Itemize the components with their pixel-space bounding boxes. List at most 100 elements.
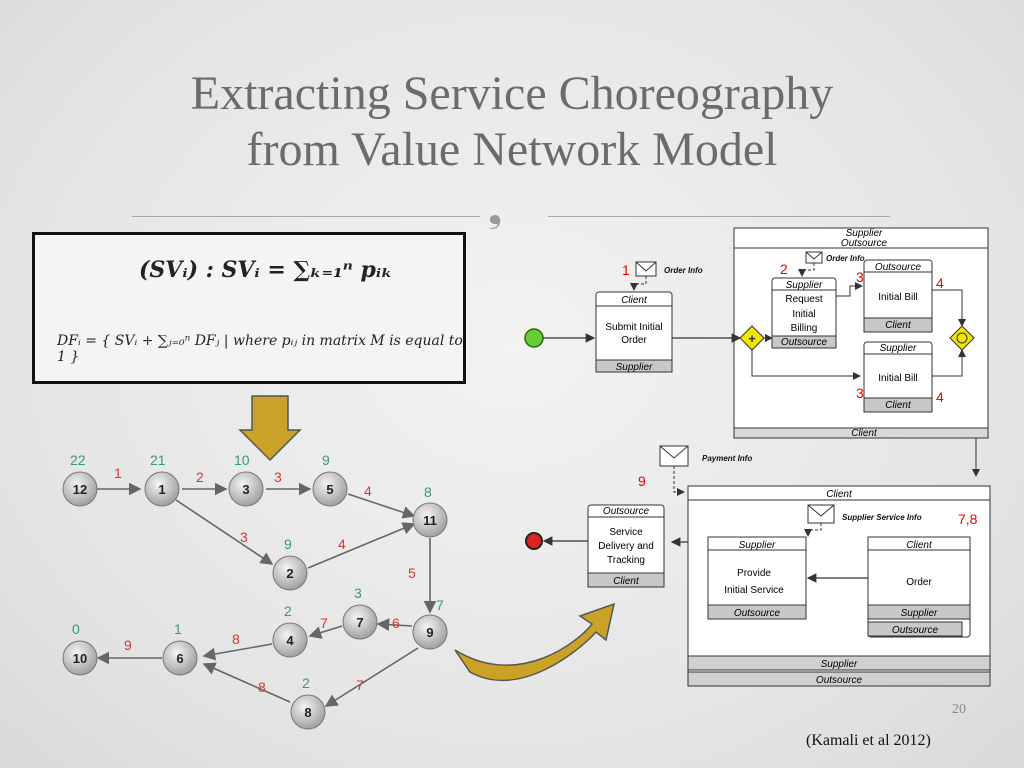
svg-text:6: 6 <box>176 651 183 666</box>
task-label-line: Tracking <box>607 555 645 566</box>
edge-label: 8 <box>258 679 266 695</box>
edge-label: 5 <box>408 565 416 581</box>
task-lane-top: Supplier <box>739 540 776 551</box>
node-value: 22 <box>70 452 86 468</box>
svg-text:7: 7 <box>356 615 363 630</box>
network-node: 4 <box>272 622 308 658</box>
bottom-choreography: Payment Info 9 Client Supplier Service I… <box>525 445 991 687</box>
edge-label: 7 <box>320 615 328 631</box>
network-node: 11 <box>412 502 448 538</box>
task-lane-top: Client <box>906 540 933 551</box>
task-label-line: Service <box>609 527 643 538</box>
network-node: 10 <box>62 640 98 676</box>
payment-info-label: Payment Info <box>702 454 752 463</box>
task-lane-bottom: Outsource <box>734 608 781 619</box>
svg-text:2: 2 <box>286 566 293 581</box>
edge-label: 7 <box>436 597 444 613</box>
svg-text:4: 4 <box>286 633 294 648</box>
task-label-line: Request <box>785 294 822 305</box>
top-header-lane-bottom: Outsource <box>841 238 888 249</box>
node-value: 9 <box>284 536 292 552</box>
svg-text:12: 12 <box>73 482 87 497</box>
network-edges <box>96 482 437 707</box>
network-node: 3 <box>228 471 264 507</box>
network-nodes: 12 1 3 5 11 2 7 9 4 10 6 8 <box>62 471 448 730</box>
network-node: 1 <box>144 471 180 507</box>
title-divider-right <box>548 216 890 217</box>
task-label-line: Initial <box>792 309 815 320</box>
edge-label: 8 <box>232 631 240 647</box>
top-choreography: Supplier Outsource Client 1 Order Info C… <box>524 227 989 477</box>
top-pool-header <box>733 227 989 249</box>
step-number-4a: 4 <box>936 275 944 291</box>
network-edge-labels: 1 2 3 4 3 4 5 7 6 7 8 9 8 7 <box>114 465 444 695</box>
task-lane-bottom: Supplier <box>901 608 938 619</box>
svg-text:1: 1 <box>158 482 165 497</box>
curved-arrow-icon <box>454 602 616 682</box>
node-value: 8 <box>424 484 432 500</box>
down-arrow-icon <box>238 395 302 462</box>
task-lane-top: Client <box>621 295 648 306</box>
task-label: Initial Bill <box>878 373 917 384</box>
bottom-pool-header <box>687 485 991 501</box>
end-event-icon <box>525 532 543 550</box>
supplier-service-info-label: Supplier Service Info <box>842 513 922 522</box>
step-number-3b: 3 <box>856 385 864 401</box>
edge-label: 9 <box>124 637 132 653</box>
order-info-inner-label: Order Info <box>826 254 865 263</box>
svg-text:+: + <box>748 331 756 346</box>
formula-box: (SVᵢ) : SVᵢ = ∑ₖ₌₁ⁿ pᵢₖ DFᵢ = { SVᵢ + ∑ⱼ… <box>32 232 466 384</box>
edge-label: 3 <box>274 469 282 485</box>
slide-title: Extracting Service Choreography from Val… <box>0 66 1024 178</box>
ornament-icon: ❟ <box>488 190 503 231</box>
svg-text:3: 3 <box>242 482 249 497</box>
envelope-icon <box>659 445 689 467</box>
task-lane-top: Outsource <box>875 262 922 273</box>
network-node: 6 <box>162 640 198 676</box>
edge-label: 3 <box>240 529 248 545</box>
task-lane-bottom: Outsource <box>781 337 828 348</box>
bottom-footer-line-1: Supplier <box>821 659 858 670</box>
title-line-2: from Value Network Model <box>246 123 778 176</box>
task-label: Order <box>906 577 932 588</box>
network-node: 9 <box>412 614 448 650</box>
top-pool-footer <box>733 427 989 439</box>
task-lane-bottom: Client <box>885 320 912 331</box>
svg-text:10: 10 <box>73 651 87 666</box>
top-footer-label: Client <box>851 428 878 439</box>
step-number-9: 9 <box>638 473 646 489</box>
svg-text:11: 11 <box>423 513 437 528</box>
svg-text:8: 8 <box>304 705 311 720</box>
task-lane-top: Supplier <box>786 280 823 291</box>
order-info-label: Order Info <box>664 266 703 275</box>
network-node: 8 <box>290 694 326 730</box>
task-label-line: Initial Service <box>724 585 784 596</box>
envelope-icon <box>807 504 835 524</box>
task-lane-bottom: Supplier <box>616 362 653 373</box>
task-lane-top: Supplier <box>880 343 917 354</box>
envelope-icon <box>805 251 823 264</box>
edge-label: 4 <box>364 483 372 499</box>
merge-gateway-icon <box>949 325 975 351</box>
edge-label: 4 <box>338 536 346 552</box>
svg-text:9: 9 <box>426 625 433 640</box>
formula-service-value: (SVᵢ) : SVᵢ = ∑ₖ₌₁ⁿ pᵢₖ <box>139 257 393 283</box>
network-node: 12 <box>62 471 98 507</box>
task-label-line: Provide <box>737 568 771 579</box>
task-lane-bottom: Client <box>613 576 640 587</box>
edge-label: 1 <box>114 465 122 481</box>
node-value: 9 <box>322 452 330 468</box>
node-value: 21 <box>150 452 166 468</box>
edge-label: 6 <box>392 615 400 631</box>
page-number: 20 <box>952 702 966 717</box>
bottom-footer-line-2: Outsource <box>816 675 863 686</box>
network-node: 2 <box>272 555 308 591</box>
task-label-line: Delivery and <box>598 541 654 552</box>
title-divider-left <box>132 216 480 217</box>
step-number-7-8: 7,8 <box>958 511 978 527</box>
node-value: 0 <box>72 621 80 637</box>
edge-label: 7 <box>356 677 364 693</box>
formula-dependency: DFᵢ = { SVᵢ + ∑ⱼ₌₀ⁿ DFⱼ | where pᵢⱼ in m… <box>57 333 463 365</box>
step-number-1: 1 <box>622 262 630 278</box>
